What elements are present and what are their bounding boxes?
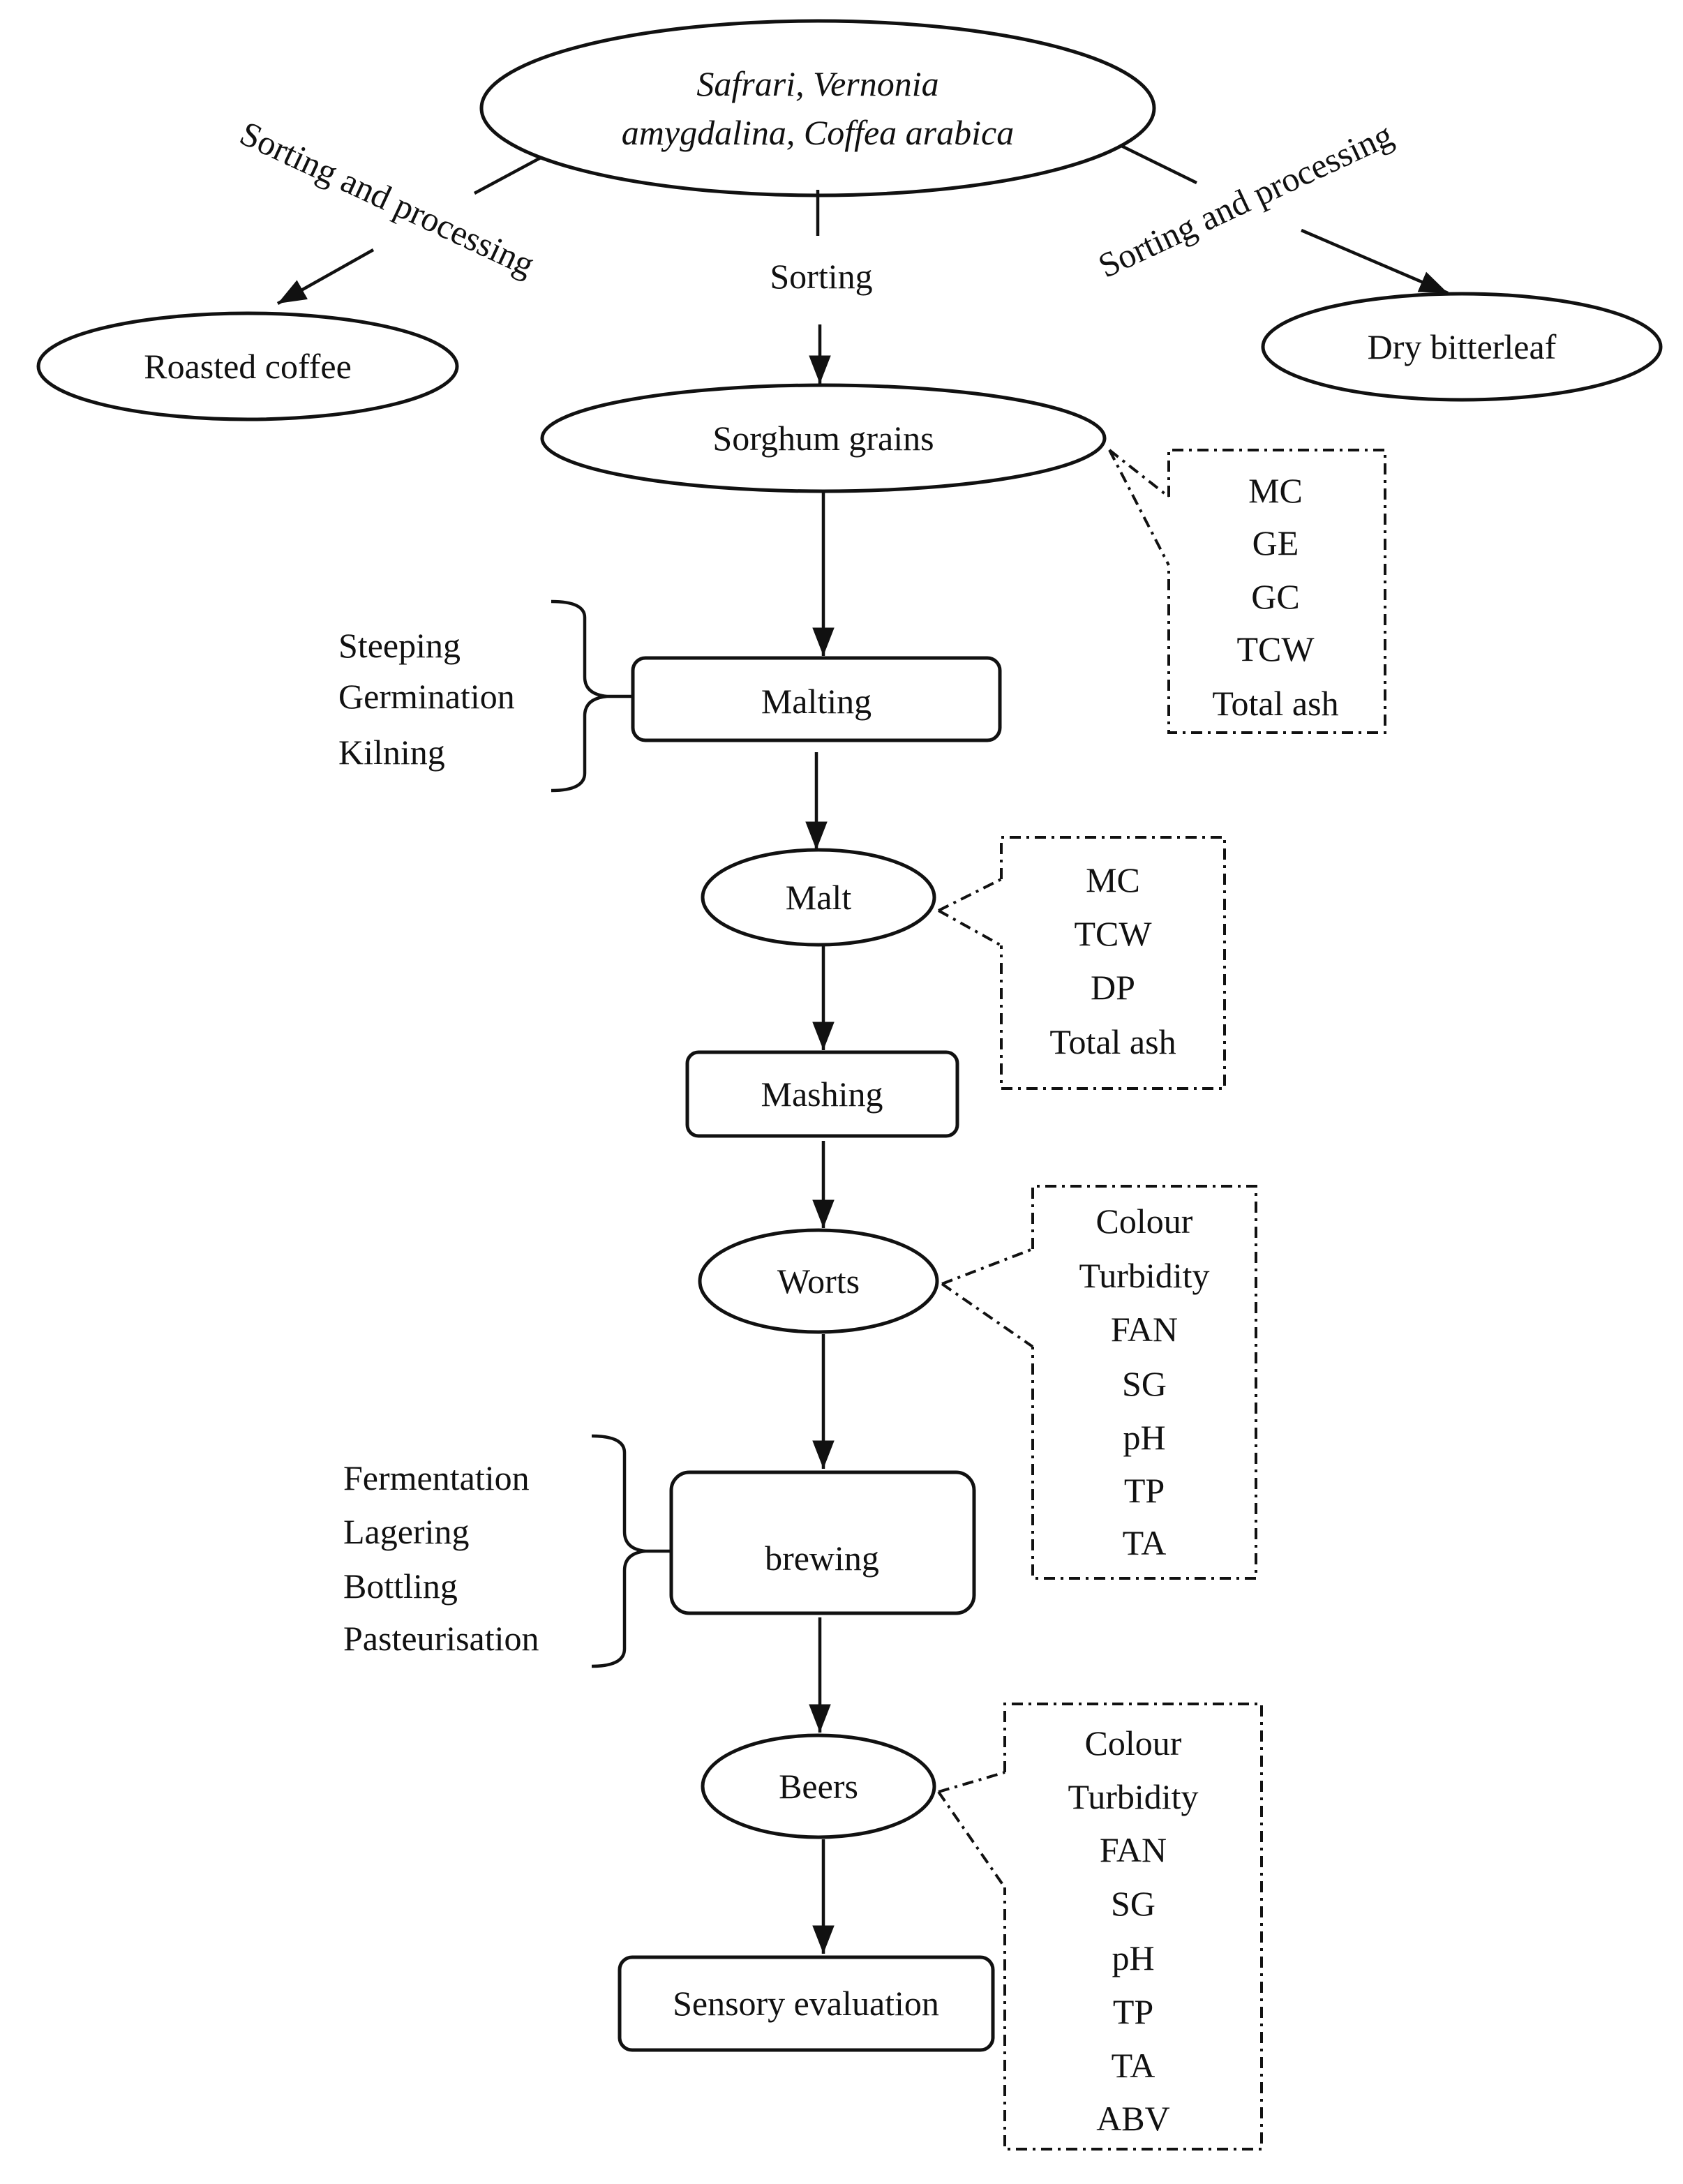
brewing-brace [591,1434,646,1668]
malt-param-0: MC [1086,860,1140,899]
sorghum-param-2: GC [1251,577,1299,616]
worts-param-3: SG [1122,1364,1167,1403]
brewing-node: brewing [669,1470,976,1615]
source-node-line1: Safrari, Vernonia [696,64,938,103]
malting-step-2: Kilning [338,733,445,772]
edge-label-center: Sorting [770,257,872,296]
malting-steps: Steeping Germination Kilning [338,599,631,793]
malt-parameters-box: MC TCW DP Total ash [938,836,1226,1090]
sorghum-param-0: MC [1248,471,1303,510]
worts-param-2: FAN [1111,1310,1178,1349]
brewing-step-0: Fermentation [343,1458,530,1497]
source-node: Safrari, Vernonia amygdalina, Coffea ara… [479,19,1156,197]
worts-param-4: pH [1123,1418,1165,1457]
roasted-coffee-label: Roasted coffee [144,347,352,386]
beers-param-7: ABV [1096,2099,1170,2138]
sensory-evaluation-label: Sensory evaluation [673,1984,939,2023]
brewing-label: brewing [765,1539,879,1578]
beers-param-5: TP [1113,1992,1153,2031]
edge-label-left: Sorting and processing [234,113,541,283]
dry-bitterleaf-label: Dry bitterleaf [1368,327,1557,366]
malting-node: Malting [631,656,1002,742]
arrow-to-roasted-coffee [276,248,375,305]
beers-parameters-box: Colour Turbidity FAN SG pH TP TA ABV [937,1703,1263,2151]
edge-label-right: Sorting and processing [1092,114,1398,285]
dry-bitterleaf-node: Dry bitterleaf [1261,292,1663,402]
arrow-to-dry-bitterleaf [1301,228,1449,295]
sorghum-grains-node: Sorghum grains [540,383,1107,493]
worts-node: Worts [698,1228,939,1334]
brewing-steps: Fermentation Lagering Bottling Pasteuris… [343,1434,670,1668]
sorghum-param-1: GE [1252,523,1299,562]
brewing-step-1: Lagering [343,1512,469,1551]
sorghum-grains-label: Sorghum grains [712,419,934,458]
roasted-coffee-node: Roasted coffee [36,311,459,421]
worts-param-5: TP [1124,1471,1165,1510]
beers-param-4: pH [1112,1938,1154,1977]
beers-node: Beers [701,1733,936,1839]
brewing-step-2: Bottling [343,1566,458,1606]
sorghum-param-4: Total ash [1212,684,1338,723]
malt-node: Malt [701,848,936,947]
malting-label: Malting [761,682,872,721]
connector-source-right [1119,143,1197,185]
beers-param-3: SG [1111,1884,1155,1923]
sensory-evaluation-node: Sensory evaluation [618,1955,995,2052]
sorghum-param-3: TCW [1236,629,1315,668]
worts-label: Worts [777,1262,860,1301]
beers-param-2: FAN [1100,1830,1167,1869]
mashing-node: Mashing [685,1050,959,1138]
malting-step-1: Germination [338,677,515,716]
worts-param-6: TA [1123,1523,1167,1562]
worts-param-1: Turbidity [1079,1256,1209,1295]
beers-param-1: Turbidity [1068,1777,1198,1816]
malting-step-0: Steeping [338,626,461,665]
beers-label: Beers [779,1767,858,1806]
sorghum-parameters-box: MC GE GC TCW Total ash [1108,449,1386,734]
beers-param-0: Colour [1085,1723,1182,1763]
malt-param-1: TCW [1074,914,1152,953]
beers-param-6: TA [1112,2046,1155,2085]
worts-parameters-box: Colour Turbidity FAN SG pH TP TA [941,1185,1257,1580]
worts-param-0: Colour [1096,1202,1193,1241]
malt-label: Malt [786,878,852,917]
brewing-step-3: Pasteurisation [343,1619,539,1658]
malt-param-2: DP [1091,968,1135,1007]
malt-param-3: Total ash [1049,1022,1176,1061]
mashing-label: Mashing [761,1075,883,1114]
connector-source-left [473,156,542,195]
malting-brace [551,599,608,793]
source-node-line2: amygdalina, Coffea arabica [622,113,1014,152]
